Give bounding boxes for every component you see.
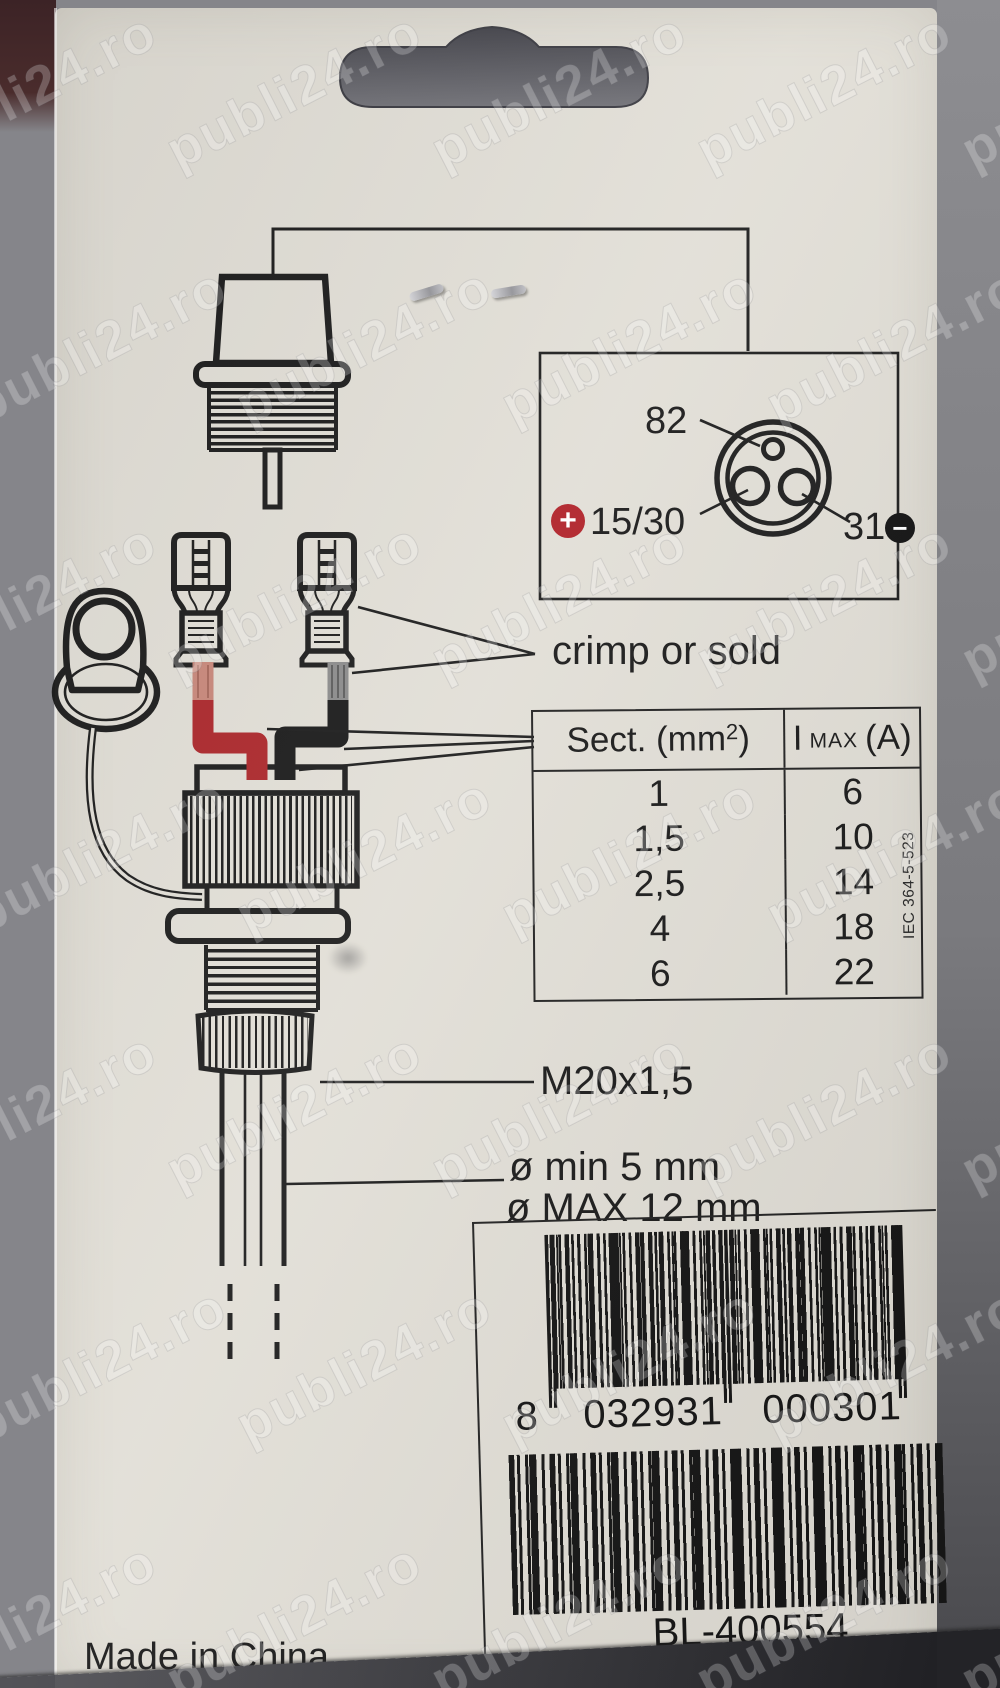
watermark-text: publi24.ro <box>491 256 767 437</box>
watermark-text: publi24.ro <box>0 1276 237 1457</box>
connector-rib-texture <box>190 796 352 884</box>
photo-background-corner <box>0 0 56 132</box>
pin-label-15-30: 15/30 <box>590 501 686 543</box>
gland-thread-texture <box>208 949 316 1009</box>
watermark-text: publi24.ro <box>421 1021 697 1202</box>
watermark-text: publi24.ro <box>951 1531 1000 1688</box>
gland-nut-outline <box>195 1008 315 1075</box>
wire-red <box>192 662 268 780</box>
watermark-text: publi24.ro <box>421 1 697 182</box>
pin-hole-31 <box>777 467 817 507</box>
watermark-text: publi24.ro <box>686 511 962 692</box>
watermark-text: publi24.ro <box>226 1276 502 1457</box>
thread-size-label: M20x1,5 <box>540 1059 694 1103</box>
hang-slot <box>338 25 650 108</box>
watermark-text: publi24.ro <box>156 1021 432 1202</box>
cable-min-label: ø min 5 mm <box>509 1145 721 1189</box>
pin-label-31: 31 <box>843 506 886 548</box>
watermark-text: publi24.ro <box>421 511 697 692</box>
watermark-text: publi24.ro <box>0 766 237 947</box>
watermark-text: publi24.ro <box>951 1021 1000 1202</box>
watermark-text: publi24.ro <box>491 1276 767 1457</box>
watermark-text: publi24.ro <box>686 1 962 182</box>
leader-lines <box>266 605 536 1186</box>
plug-pin <box>262 447 283 510</box>
watermark-text: publi24.ro <box>156 1 432 182</box>
connector-body <box>165 764 360 1362</box>
crimp-label: crimp or sold <box>552 629 781 673</box>
watermark-text: publi24.ro <box>951 511 1000 692</box>
watermark-text: publi24.ro <box>686 1021 962 1202</box>
pin-hole-82 <box>761 437 785 461</box>
cable-max-label: ø MAX 12 mm <box>506 1186 762 1230</box>
watermark-text: publi24.ro <box>156 511 432 692</box>
pin-hole-15-30 <box>729 465 771 507</box>
watermark-text: publi24.ro <box>491 766 767 947</box>
watermark-text: publi24.ro <box>0 1 167 182</box>
watermark-text: publi24.ro <box>0 1531 167 1688</box>
watermark-text: publi24.ro <box>756 766 1000 947</box>
protective-cap <box>51 587 203 901</box>
card-edge-highlight <box>54 8 57 1678</box>
watermark-text: publi24.ro <box>0 1021 167 1202</box>
watermark-text: publi24.ro <box>0 511 167 692</box>
pin-label-82: 82 <box>645 400 688 442</box>
cap-eyelet <box>72 597 136 661</box>
pin-face-diagram <box>538 351 900 601</box>
watermark-text: publi24.ro <box>0 256 237 437</box>
connector-side-view <box>193 273 351 510</box>
watermark-text: publi24.ro <box>226 256 502 437</box>
cable-outline <box>219 1072 287 1266</box>
wire-black <box>274 662 349 780</box>
gland-nut-texture <box>202 1016 308 1068</box>
cable-inner-wires <box>243 1072 263 1266</box>
plus-icon: + <box>551 504 585 538</box>
watermark-text: publi24.ro <box>226 766 502 947</box>
watermark-text: publi24.ro <box>686 1531 962 1688</box>
photo-background-right <box>937 0 1000 1688</box>
watermark-text: publi24.ro <box>756 1276 1000 1457</box>
watermark-text: publi24.ro <box>421 1531 697 1688</box>
callout-bracket <box>271 227 750 351</box>
card-smudge <box>328 942 368 974</box>
minus-icon: − <box>885 513 915 543</box>
plug-thread-texture <box>209 391 337 449</box>
crimp-terminal <box>171 532 357 668</box>
watermark-text: publi24.ro <box>756 256 1000 437</box>
cable-continuation-dashes <box>227 1284 280 1362</box>
watermark-text: publi24.ro <box>156 1531 432 1688</box>
watermark-text: publi24.ro <box>951 1 1000 182</box>
